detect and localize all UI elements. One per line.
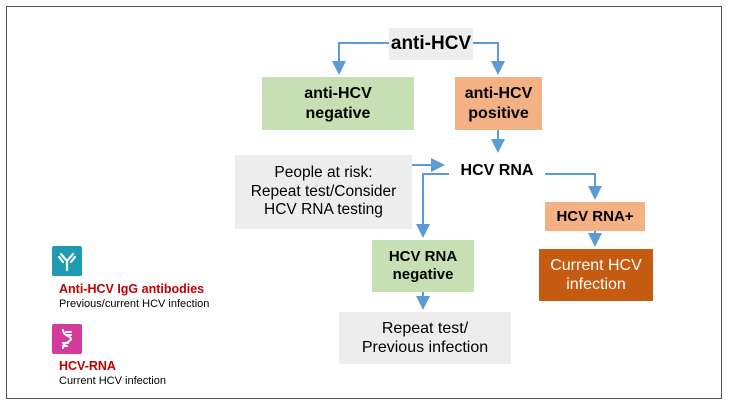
antibody-icon bbox=[52, 246, 82, 276]
node-hcv-rna-positive-label: HCV RNA+ bbox=[556, 207, 634, 225]
arrow-hcv-rna-to-negative bbox=[416, 173, 455, 238]
node-people-at-risk-line2: Repeat test/Consider bbox=[250, 182, 397, 200]
node-hcv-rna-positive: HCV RNA+ bbox=[545, 202, 645, 231]
dna-icon bbox=[52, 324, 82, 354]
node-people-at-risk-line3: HCV RNA testing bbox=[264, 201, 383, 219]
legend-antibody-title: Anti-HCV IgG antibodies bbox=[59, 282, 205, 296]
node-anti-hcv-positive-line1: anti-HCV bbox=[464, 85, 533, 103]
node-anti-hcv-label: anti-HCV bbox=[390, 32, 472, 54]
node-hcv-rna-label: HCV RNA bbox=[460, 162, 534, 180]
node-anti-hcv-positive: anti-HCV positive bbox=[455, 77, 542, 130]
node-repeat-test-previous: Repeat test/ Previous infection bbox=[339, 312, 511, 364]
arrow-anti-hcv-to-positive bbox=[473, 42, 505, 75]
node-current-hcv-infection: Current HCV infection bbox=[539, 249, 653, 301]
legend-antibody-desc: Previous/current HCV infection bbox=[59, 298, 210, 310]
node-hcv-rna-negative-line1: HCV RNA bbox=[388, 248, 458, 265]
legend-rna-title: HCV-RNA bbox=[59, 359, 116, 373]
node-people-at-risk-line1: People at risk: bbox=[274, 164, 373, 182]
arrow-hcv-rna-to-positive bbox=[545, 173, 602, 200]
node-anti-hcv-positive-line2: positive bbox=[468, 104, 529, 122]
node-current-hcv-infection-line1: Current HCV bbox=[550, 256, 642, 274]
node-people-at-risk: People at risk: Repeat test/Consider HCV… bbox=[235, 155, 412, 229]
legend-rna-desc: Current HCV infection bbox=[59, 375, 166, 387]
node-anti-hcv-negative: anti-HCV negative bbox=[262, 77, 414, 130]
node-anti-hcv: anti-HCV bbox=[389, 28, 473, 60]
node-hcv-rna: HCV RNA bbox=[449, 155, 545, 187]
arrow-anti-hcv-to-negative bbox=[332, 42, 389, 75]
node-hcv-rna-negative-line2: negative bbox=[392, 266, 454, 283]
node-anti-hcv-negative-line1: anti-HCV bbox=[304, 85, 372, 103]
node-hcv-rna-negative: HCV RNA negative bbox=[372, 240, 474, 292]
node-repeat-test-previous-line1: Repeat test/ bbox=[381, 319, 469, 337]
node-repeat-test-previous-line2: Previous infection bbox=[361, 339, 489, 356]
node-anti-hcv-negative-line2: negative bbox=[305, 104, 371, 122]
node-current-hcv-infection-line2: infection bbox=[566, 276, 626, 293]
